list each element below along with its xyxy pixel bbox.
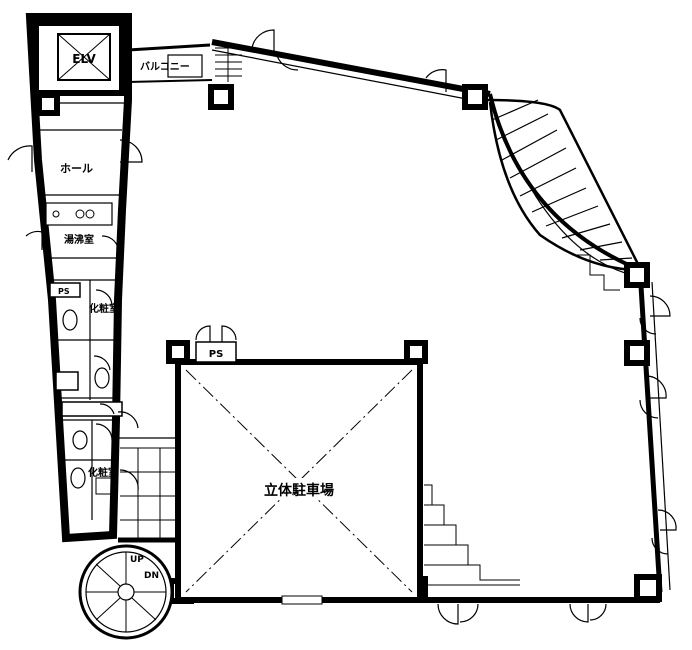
doors (7, 29, 677, 625)
stair-dn-label: DN (144, 571, 159, 581)
curved-staircase (487, 98, 642, 272)
parking-label-bg (246, 478, 352, 500)
balcony: バルコニー (127, 43, 242, 83)
service-core: ELV ホール 湯沸室 PS 化粧室 化粧室 (25, 13, 132, 543)
ps-shaft-1 (49, 282, 81, 298)
kitchenette-label: 湯沸室 (64, 233, 94, 246)
spiral-staircase: UP DN (78, 544, 174, 640)
parking-ps-label: PS (209, 349, 224, 360)
ps-shaft-1-label: PS (58, 287, 70, 296)
elevator-label: ELV (72, 52, 96, 66)
hall-label: ホール (60, 162, 93, 175)
parking-label: 立体駐車場 (264, 482, 334, 499)
stepped-stairs (120, 254, 620, 586)
parking-ps-box (195, 341, 237, 363)
balcony-steps (215, 45, 242, 82)
stair-up-label: UP (130, 555, 144, 565)
powder-room-1-label: 化粧室 (89, 302, 119, 315)
balcony-label: バルコニー (140, 61, 190, 73)
kitchenette-counter (45, 202, 113, 226)
powder-room-2-label: 化粧室 (88, 466, 118, 479)
parking-area: 立体駐車場 PS (166, 340, 428, 605)
